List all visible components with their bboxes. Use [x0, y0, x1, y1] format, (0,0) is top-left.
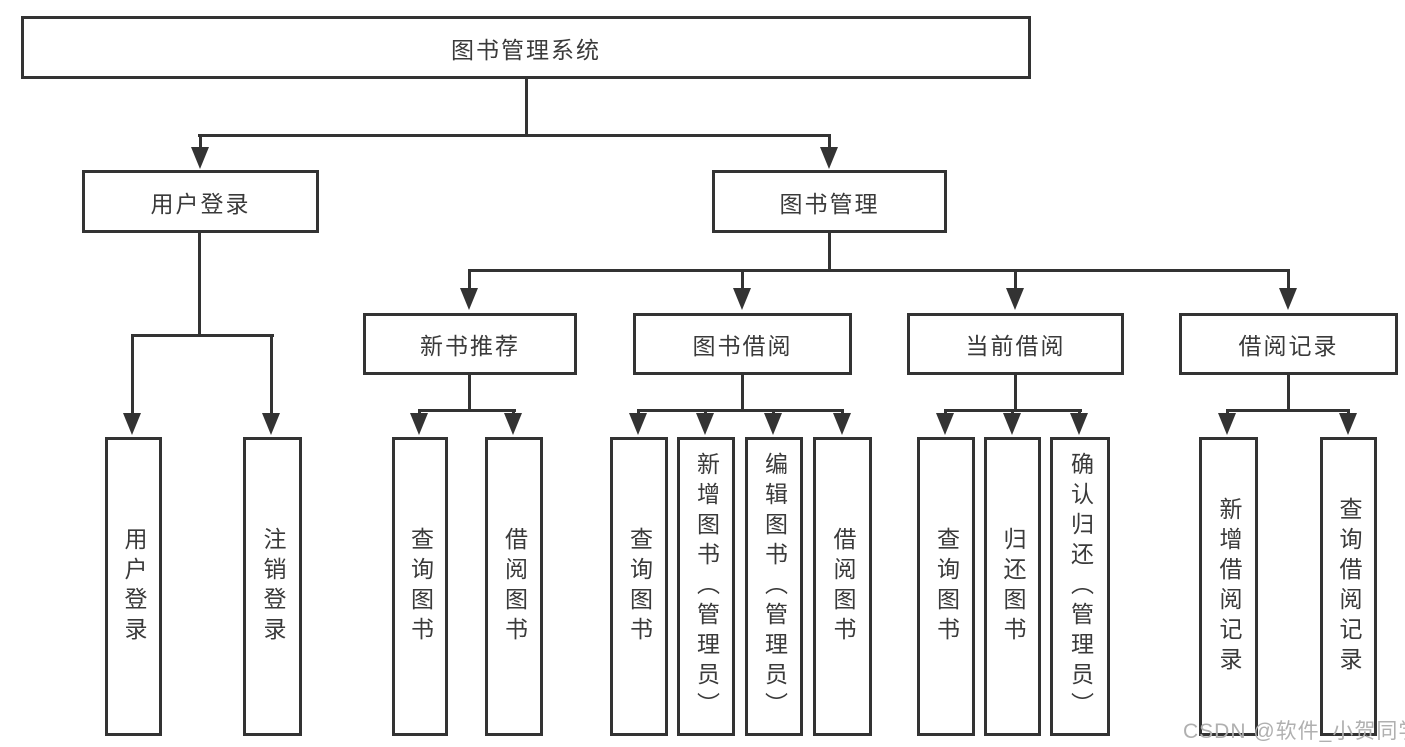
leaf-query-book-2: 查询图书	[610, 437, 668, 736]
leaf-label: 新增借阅记录	[1216, 496, 1242, 677]
arrow-shaft-to-leaf-user-login	[131, 334, 134, 417]
arrowhead-to-leaf-user-login-icon	[123, 413, 141, 435]
leaf-label: 用户登录	[121, 526, 147, 647]
leaf-query-borrow-record: 查询借阅记录	[1320, 437, 1377, 736]
leaf-label: 借阅图书	[501, 526, 528, 647]
leaf-label: 注销登录	[260, 526, 286, 647]
leaf-logout: 注销登录	[243, 437, 302, 736]
leaf-label: 编辑图书（管理员）	[761, 451, 788, 722]
arrowhead-to-borrow-book-2-icon	[833, 413, 851, 435]
arrow-shaft-to-borrow-records	[1287, 269, 1290, 293]
connector-book-borrow-rail	[637, 409, 844, 412]
connector-user-login-stem	[198, 233, 201, 337]
connector-user-login-rail	[131, 334, 274, 337]
node-label: 用户登录	[150, 190, 251, 217]
arrowhead-to-user-login-icon	[191, 147, 209, 169]
connector-borrow-records-rail	[1226, 409, 1350, 412]
node-label: 借阅记录	[1238, 333, 1339, 359]
node-label: 图书管理	[779, 190, 880, 217]
leaf-label: 查询图书	[407, 526, 434, 647]
leaf-label: 确认归还（管理员）	[1067, 451, 1094, 722]
node-borrow-records: 借阅记录	[1179, 313, 1398, 375]
connector-current-borrow-stem	[1014, 375, 1017, 412]
arrow-shaft-to-current-borrow	[1014, 269, 1017, 293]
leaf-label: 查询图书	[933, 526, 960, 647]
node-new-book-recommend: 新书推荐	[363, 313, 577, 375]
leaf-borrow-book-1: 借阅图书	[485, 437, 543, 736]
arrow-shaft-to-leaf-logout	[270, 334, 273, 417]
leaf-label: 借阅图书	[830, 526, 856, 647]
arrowhead-to-query-book-1-icon	[410, 413, 428, 435]
connector-new-book-rec-stem	[468, 375, 471, 412]
arrowhead-to-borrow-book-1-icon	[504, 413, 522, 435]
connector-book-mgmt-rail	[468, 269, 1290, 272]
csdn-watermark: CSDN @软件_小贺同学	[1183, 720, 1405, 743]
arrowhead-to-add-borrow-record-icon	[1218, 413, 1236, 435]
node-current-borrow: 当前借阅	[907, 313, 1124, 375]
arrowhead-to-query-borrow-record-icon	[1339, 413, 1357, 435]
arrow-shaft-to-book-borrow	[741, 269, 744, 293]
leaf-edit-book-admin: 编辑图书（管理员）	[745, 437, 803, 736]
node-book-borrow: 图书借阅	[633, 313, 852, 375]
arrowhead-to-query-book-2-icon	[629, 413, 647, 435]
node-user-login: 用户登录	[82, 170, 319, 233]
node-book-management: 图书管理	[712, 170, 947, 233]
connector-new-book-rec-rail	[418, 409, 516, 412]
arrowhead-to-book-mgmt-icon	[820, 147, 838, 169]
arrowhead-to-query-book-3-icon	[936, 413, 954, 435]
connector-borrow-records-stem	[1287, 375, 1290, 412]
arrow-shaft-to-new-book-rec	[468, 269, 471, 293]
leaf-query-book-1: 查询图书	[392, 437, 448, 736]
connector-book-borrow-stem	[741, 375, 744, 412]
arrowhead-to-add-book-icon	[696, 413, 714, 435]
leaf-user-login: 用户登录	[105, 437, 162, 736]
leaf-label: 查询借阅记录	[1336, 496, 1362, 677]
leaf-query-book-3: 查询图书	[917, 437, 975, 736]
node-label: 图书管理系统	[451, 36, 601, 63]
connector-root-rail	[198, 134, 831, 137]
arrow-shaft-to-book-mgmt	[828, 134, 831, 150]
arrowhead-to-leaf-logout-icon	[262, 413, 280, 435]
node-label: 当前借阅	[965, 333, 1066, 359]
arrowhead-to-borrow-records-icon	[1279, 288, 1297, 310]
arrowhead-to-new-book-rec-icon	[460, 288, 478, 310]
arrowhead-to-edit-book-icon	[764, 413, 782, 435]
arrowhead-to-current-borrow-icon	[1006, 288, 1024, 310]
leaf-add-borrow-record: 新增借阅记录	[1199, 437, 1258, 736]
leaf-label: 新增图书（管理员）	[693, 451, 720, 722]
arrow-shaft-to-user-login	[199, 134, 202, 150]
leaf-confirm-return-admin: 确认归还（管理员）	[1050, 437, 1110, 736]
leaf-return-book: 归还图书	[984, 437, 1041, 736]
leaf-label: 归还图书	[1000, 526, 1026, 647]
node-label: 图书借阅	[692, 333, 793, 359]
node-library-management-system: 图书管理系统	[21, 16, 1031, 79]
leaf-label: 查询图书	[626, 526, 653, 647]
node-label: 新书推荐	[420, 333, 520, 359]
leaf-borrow-book-2: 借阅图书	[813, 437, 872, 736]
connector-book-mgmt-stem	[828, 233, 831, 272]
arrowhead-to-book-borrow-icon	[733, 288, 751, 310]
arrowhead-to-confirm-return-icon	[1070, 413, 1088, 435]
arrowhead-to-return-book-icon	[1003, 413, 1021, 435]
leaf-add-book-admin: 新增图书（管理员）	[677, 437, 735, 736]
connector-root-stem	[525, 79, 528, 136]
